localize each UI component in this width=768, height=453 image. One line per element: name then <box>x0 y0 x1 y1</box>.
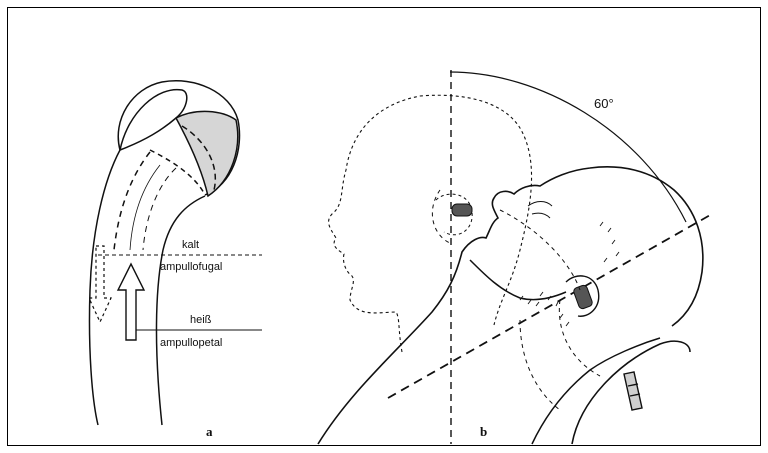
canal-inner-wall <box>156 196 205 425</box>
cupula-shaded <box>176 111 238 196</box>
label-heiss: heiß <box>190 314 212 326</box>
tilted-head-profile <box>318 167 703 444</box>
ear-hatch-tilted <box>573 284 594 309</box>
panel-b-diagram <box>318 70 712 444</box>
panel-letter-b: b <box>480 424 487 439</box>
angle-arc <box>450 72 686 222</box>
stubble <box>520 222 619 326</box>
panel-letter-a: a <box>206 424 213 439</box>
label-ampullopetal: ampullopetal <box>160 337 222 349</box>
canal-outer-wall <box>89 150 120 425</box>
headrest-post <box>624 372 642 410</box>
label-ampullofugal: ampullofugal <box>160 261 222 273</box>
hot-arrow-solid <box>118 264 144 340</box>
panel-a-diagram <box>89 81 262 425</box>
label-kalt: kalt <box>182 239 199 251</box>
angle-label: 60° <box>594 96 614 111</box>
ear-hatch-upright <box>452 204 472 216</box>
eye-sketch <box>528 202 552 219</box>
tilted-neck <box>470 260 566 300</box>
